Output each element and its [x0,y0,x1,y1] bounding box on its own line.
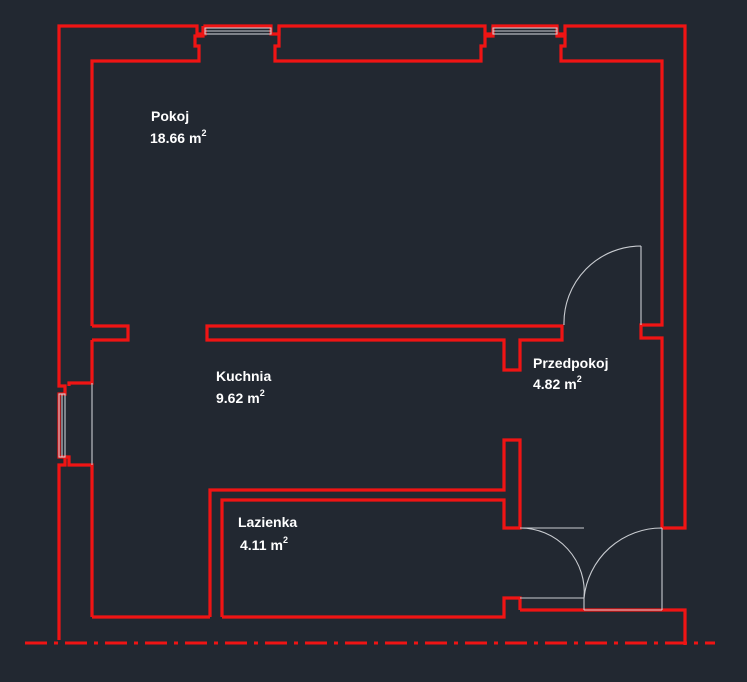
area-exponent: 2 [577,374,582,384]
room-area: 4.11 [240,537,267,553]
area-exponent: 2 [260,388,265,398]
room-name: Pokoj [151,108,189,124]
area-exponent: 2 [202,128,207,138]
door-entrance [520,527,663,611]
room-name: Kuchnia [216,368,271,384]
room-area: 9.62 [216,390,243,406]
area-unit: m [189,130,201,146]
lazienka-inner-wall [222,596,518,619]
partition-pokoj-kuchnia [205,324,564,372]
outer-wall-inner-face [90,26,664,528]
windows [58,27,558,465]
bottom-right-wall [518,596,687,645]
area-unit: m [247,390,259,406]
doors [519,245,663,611]
room-name: Lazienka [238,514,297,530]
partition-pokoj-kuchnia-left [92,324,130,342]
area-exponent: 2 [283,535,288,545]
left-wall-lower [65,455,94,617]
left-wall-mid [67,340,94,386]
area-unit: m [270,537,282,553]
door-lazienka [519,527,585,610]
lazienka-outer-wall [208,438,522,617]
room-area: 4.82 [533,376,560,392]
door-przedpokoj-top [563,245,642,326]
interior-walls [92,324,564,619]
area-unit: m [564,376,576,392]
room-name: Przedpokoj [533,355,608,371]
room-area: 18.66 [150,130,185,146]
